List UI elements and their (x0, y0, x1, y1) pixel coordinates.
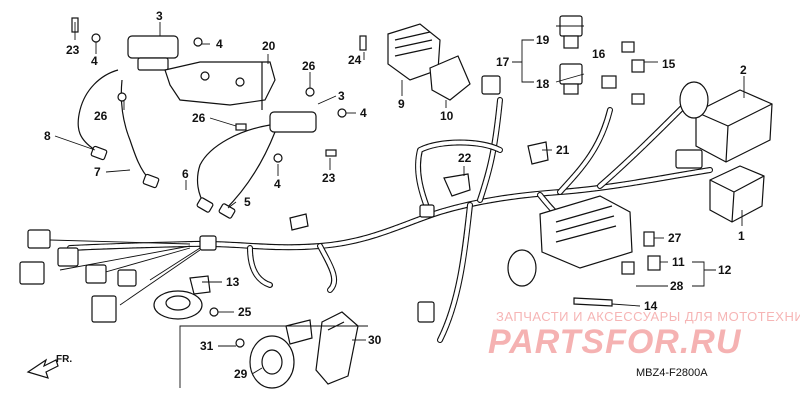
callout-27[interactable]: 27 (668, 231, 682, 245)
callout-26[interactable]: 26 (192, 111, 206, 125)
callout-29[interactable]: 29 (234, 367, 248, 381)
callout-26[interactable]: 26 (94, 109, 108, 123)
callout-22[interactable]: 22 (458, 151, 472, 165)
callout-10[interactable]: 10 (440, 109, 454, 123)
callout-12[interactable]: 12 (718, 263, 732, 277)
relays[interactable] (481, 15, 645, 105)
callout-3[interactable]: 3 (338, 89, 345, 103)
watermark-logo: PARTSFOR.RU (488, 323, 742, 361)
group-bracket-line (179, 325, 368, 388)
callout-15[interactable]: 15 (662, 57, 676, 71)
callout-7[interactable]: 7 (94, 165, 101, 179)
callout-23[interactable]: 23 (322, 171, 336, 185)
callout-24[interactable]: 24 (348, 53, 362, 67)
callout-13[interactable]: 13 (226, 275, 240, 289)
control-units[interactable] (675, 81, 773, 223)
horns[interactable] (153, 275, 313, 389)
callout-26[interactable]: 26 (302, 59, 316, 73)
callout-4[interactable]: 4 (91, 54, 98, 68)
callout-11[interactable]: 11 (672, 255, 685, 269)
callout-4[interactable]: 4 (360, 106, 367, 120)
main-wire-harness[interactable] (67, 97, 713, 343)
arrow-icon (26, 358, 59, 379)
callouts: 23 4 3 4 20 26 26 26 8 7 6 5 3 4 4 23 24… (44, 9, 747, 381)
drawing-code: MBZ4-F2800A (636, 367, 708, 379)
callout-1[interactable]: 1 (738, 229, 745, 243)
callout-8[interactable]: 8 (44, 129, 51, 143)
callout-21[interactable]: 21 (556, 143, 570, 157)
callout-18[interactable]: 18 (536, 77, 550, 91)
callout-25[interactable]: 25 (238, 305, 252, 319)
watermark-subtitle: ЗАПЧАСТИ И АКСЕССУАРЫ ДЛЯ МОТОТЕХНИКИ (496, 309, 800, 324)
regulator-rectifier[interactable] (387, 23, 471, 101)
ignition-coil-top[interactable] (77, 35, 179, 189)
callout-30[interactable]: 30 (368, 333, 382, 347)
callout-4[interactable]: 4 (216, 37, 223, 51)
watermark: ЗАПЧАСТИ И АКСЕССУАРЫ ДЛЯ МОТОТЕХНИКИ PA… (488, 309, 800, 361)
harness-clips[interactable] (443, 141, 549, 197)
callout-20[interactable]: 20 (262, 39, 276, 53)
lower-connector[interactable] (289, 213, 435, 323)
direction-label: FR. (56, 354, 72, 365)
callout-2[interactable]: 2 (740, 63, 747, 77)
callout-28[interactable]: 28 (670, 279, 684, 293)
callout-3[interactable]: 3 (156, 9, 163, 23)
callout-14[interactable]: 14 (644, 299, 658, 313)
fuse-box[interactable] (507, 195, 661, 307)
callout-9[interactable]: 9 (398, 97, 405, 111)
callout-5[interactable]: 5 (244, 195, 251, 209)
callout-16[interactable]: 16 (592, 47, 606, 61)
leader-lines (54, 22, 745, 375)
callout-31[interactable]: 31 (200, 339, 214, 353)
callout-4[interactable]: 4 (274, 177, 281, 191)
forward-direction-indicator: FR. (26, 354, 72, 379)
coil-bracket[interactable] (164, 61, 276, 110)
ignition-coil-lower[interactable] (196, 111, 317, 219)
callout-6[interactable]: 6 (182, 167, 189, 181)
callout-19[interactable]: 19 (536, 33, 550, 47)
callout-23[interactable]: 23 (66, 43, 80, 57)
left-connectors[interactable] (19, 204, 435, 323)
horn-cover[interactable] (315, 311, 359, 385)
callout-17[interactable]: 17 (496, 55, 510, 69)
